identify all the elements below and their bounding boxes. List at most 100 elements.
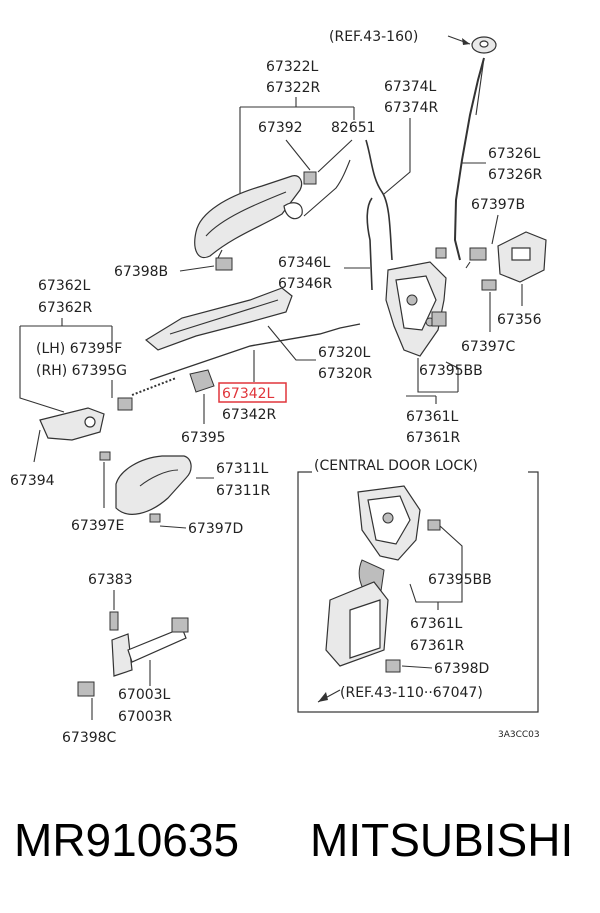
inset-label-67395BB: 67395BB — [428, 572, 492, 588]
inset-title: (CENTRAL DOOR LOCK) — [314, 458, 478, 474]
rod-67346 — [366, 197, 373, 291]
handle-pivot — [283, 202, 303, 220]
label-67311L: 67311L — [216, 461, 269, 477]
label-67398C: 67398C — [62, 730, 117, 746]
bracket-67361 — [406, 395, 437, 404]
label-67395: 67395 — [181, 430, 226, 446]
label-67397C: 67397C — [461, 339, 516, 355]
inset-title-bg — [312, 458, 528, 476]
ref-bottom-arrow — [318, 692, 328, 702]
footer-brand: MITSUBISHI — [310, 814, 573, 866]
label-67342R: 67342R — [222, 407, 277, 423]
latch-bumper — [431, 311, 447, 327]
label-67003L: 67003L — [118, 687, 171, 703]
label-67397B: 67397B — [471, 197, 525, 213]
label-67320R: 67320R — [318, 366, 373, 382]
lock-rod-edge — [475, 57, 485, 116]
bolt-67398B — [215, 257, 233, 271]
label-67326L: 67326L — [488, 146, 541, 162]
leader-67394 — [33, 429, 41, 463]
footer-part-number: MR910635 — [14, 814, 239, 866]
leader-67397D — [159, 525, 187, 529]
outside-handle-grip — [205, 191, 287, 237]
label-67392: 67392 — [258, 120, 303, 136]
label-67322L: 67322L — [266, 59, 319, 75]
label-67326R: 67326R — [488, 167, 543, 183]
label-67374L: 67374L — [384, 79, 437, 95]
bracket-67395BB — [417, 358, 459, 393]
inset-leader-67395BB — [409, 525, 463, 603]
label-67346R: 67346R — [278, 276, 333, 292]
escutcheon-opening — [139, 469, 179, 487]
label-67397D: 67397D — [188, 521, 243, 537]
clip-67392 — [303, 171, 317, 185]
bolt-67398D — [385, 659, 401, 673]
label-67395G: (RH) 67395G — [36, 363, 127, 379]
label-67374R: 67374R — [384, 100, 439, 116]
highlight-box-67342L — [218, 382, 287, 403]
label-67394: 67394 — [10, 473, 55, 489]
actuator-face — [349, 599, 381, 659]
leader-67374 — [383, 118, 411, 195]
ref-bottom-label: (REF.43-110··67047) — [340, 685, 483, 701]
label-67362L: 67362L — [38, 278, 91, 294]
screw-67397C — [481, 279, 497, 291]
leader-67398B — [179, 265, 215, 272]
label-67395BB: 67395BB — [419, 363, 483, 379]
label-67346L: 67346L — [278, 255, 331, 271]
label-67322R: 67322R — [266, 80, 321, 96]
label-67003R: 67003R — [118, 709, 173, 725]
leader-82651 — [317, 139, 353, 173]
label-82651: 82651 — [331, 120, 376, 136]
door-check-arm — [127, 627, 187, 663]
grommet-67395BB — [435, 247, 447, 259]
label-67362R: 67362R — [38, 300, 93, 316]
inset-grommet-67395BB — [427, 519, 441, 531]
clip-67395 — [189, 369, 215, 393]
pin-67383 — [109, 611, 119, 631]
label-67398D: 67398D — [434, 661, 489, 677]
rod-end-spring — [131, 377, 177, 396]
label-67311R: 67311R — [216, 483, 271, 499]
inset-latch-pivot — [382, 512, 394, 524]
diagram-code: 3A3CC03 — [498, 730, 540, 740]
bolt-67398C — [77, 681, 95, 697]
escutcheon-67311 — [115, 455, 192, 515]
label-67383: 67383 — [88, 572, 133, 588]
ref-top-arrow — [462, 38, 470, 45]
label-67320L: 67320L — [318, 345, 371, 361]
label-67398B: 67398B — [114, 264, 168, 280]
label-67397E: 67397E — [71, 518, 124, 534]
leader-67397B — [491, 214, 499, 245]
label-67395F: (LH) 67395F — [36, 341, 122, 357]
label-67342L: 67342L — [222, 386, 275, 402]
leader-67398D — [401, 665, 433, 669]
screw-67397B — [469, 247, 487, 261]
leader-67320 — [267, 325, 316, 361]
rod-67320 — [149, 323, 361, 381]
screw-67397E — [99, 451, 111, 461]
latch-pivot — [406, 294, 418, 306]
leader-67392 — [285, 139, 311, 171]
label-67361R: 67361R — [406, 430, 461, 446]
screw-67397B-shank — [465, 261, 471, 269]
lever-pivot — [84, 416, 96, 428]
outside-handle — [194, 175, 303, 259]
screw-67397D — [149, 513, 161, 523]
label-67356: 67356 — [497, 312, 542, 328]
lock-rod-67326 — [453, 57, 485, 261]
rod-cap-hole — [479, 40, 489, 48]
spring-82651 — [303, 159, 351, 217]
inset-label-67361L: 67361L — [410, 616, 463, 632]
door-check-stopper — [171, 617, 189, 633]
striker-slot — [511, 247, 531, 261]
bolt-67398B-shank — [217, 249, 223, 259]
ref-top-label: (REF.43-160) — [329, 29, 418, 45]
rod-67374 — [365, 139, 393, 261]
inside-handle-lever-67394 — [39, 407, 105, 441]
cover-ridge — [169, 299, 279, 335]
bracket-67322 — [239, 97, 355, 218]
clip-67395FG — [117, 397, 133, 411]
